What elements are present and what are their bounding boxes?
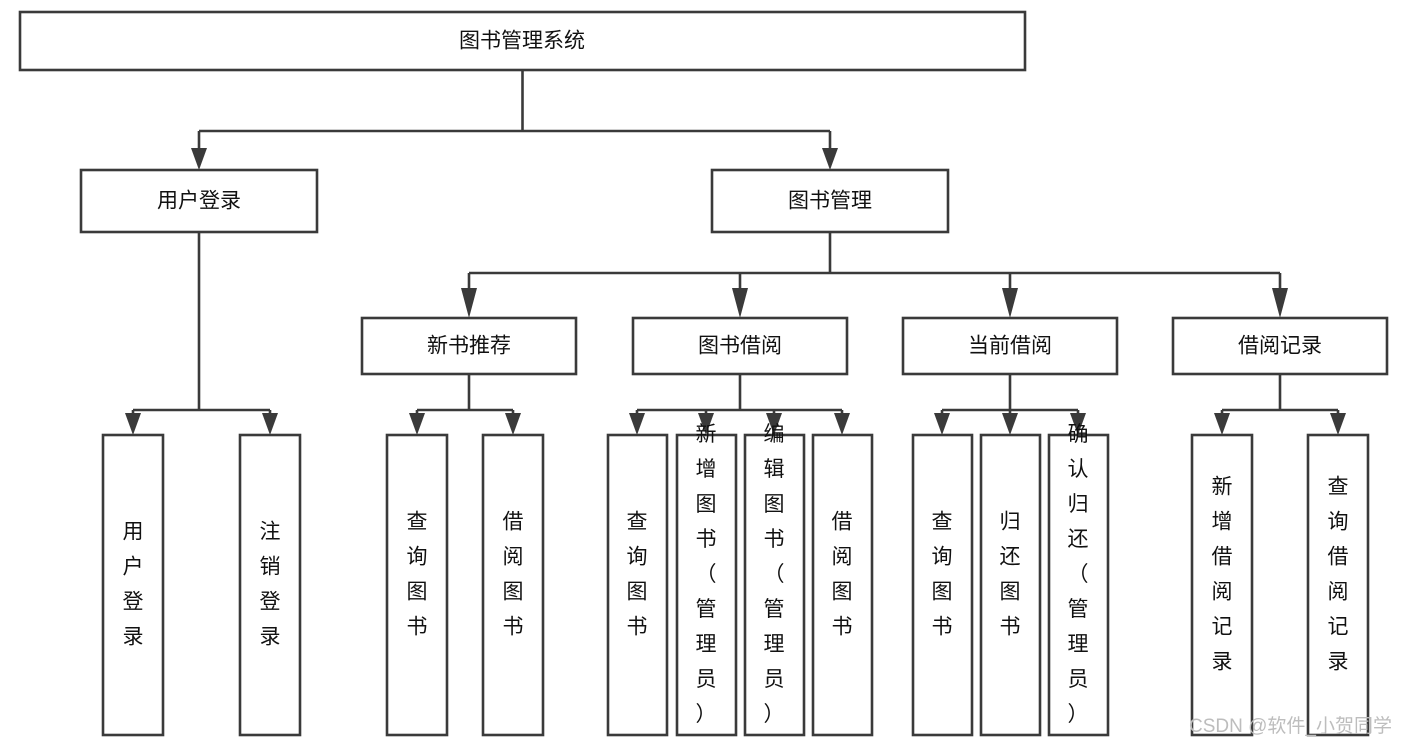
arrow-head-user-login <box>191 148 207 170</box>
node-leaf-user-logout[interactable]: 注销登录 <box>238 433 302 737</box>
node-root[interactable]: 图书管理系统 <box>18 10 1027 72</box>
node-current-borrow-label: 当前借阅 <box>968 335 1052 358</box>
node-leaf-return-book[interactable]: 归还图书 <box>979 433 1042 737</box>
node-leaf-add-record-box[interactable] <box>1190 433 1254 737</box>
node-leaf-query-book-2-label: 查询图书 <box>627 510 648 638</box>
node-leaf-user-login-label: 用户登录 <box>123 520 144 648</box>
arrow-head-new-book-recommend <box>461 288 477 318</box>
node-leaf-add-book-box[interactable] <box>675 433 738 737</box>
node-leaf-confirm-return-box[interactable] <box>1047 433 1110 737</box>
node-new-book-recommend-label: 新书推荐 <box>427 335 511 358</box>
arrow-head-leaf-query-book-3 <box>934 413 950 435</box>
arrow-head-leaf-borrow-book-1 <box>505 413 521 435</box>
arrow-head-book-borrow <box>732 288 748 318</box>
node-leaf-add-record[interactable]: 新增借阅记录 <box>1190 433 1254 737</box>
arrow-head-leaf-query-record <box>1330 413 1346 435</box>
node-root-label: 图书管理系统 <box>459 30 585 53</box>
arrow-head-leaf-return-book <box>1002 413 1018 435</box>
node-leaf-user-login-box[interactable] <box>101 433 165 737</box>
node-book-borrow-box[interactable] <box>631 316 849 376</box>
node-leaf-confirm-return-label: 确认归还（管理员） <box>1068 423 1089 726</box>
node-leaf-borrow-book-1-box[interactable] <box>481 433 545 737</box>
node-leaf-return-book-box[interactable] <box>979 433 1042 737</box>
arrow-head-leaf-edit-book <box>766 413 782 435</box>
arrow-head-leaf-add-record <box>1214 413 1230 435</box>
node-leaf-edit-book-label: 编辑图书（管理员） <box>764 423 785 726</box>
arrow-head-leaf-user-logout <box>262 413 278 435</box>
node-user-login-box[interactable] <box>79 168 319 234</box>
connectors-layer <box>125 70 1346 435</box>
node-borrow-record-box[interactable] <box>1171 316 1389 376</box>
node-leaf-return-book-label: 归还图书 <box>1000 510 1021 638</box>
arrow-head-leaf-user-login <box>125 413 141 435</box>
arrow-head-current-borrow <box>1002 288 1018 318</box>
arrow-head-borrow-record <box>1272 288 1288 318</box>
node-leaf-query-book-3-label: 查询图书 <box>932 510 953 638</box>
node-leaf-query-record[interactable]: 查询借阅记录 <box>1306 433 1370 737</box>
node-leaf-add-record-label: 新增借阅记录 <box>1212 475 1233 673</box>
node-user-login[interactable]: 用户登录 <box>79 168 319 234</box>
node-user-login-label: 用户登录 <box>157 190 241 213</box>
node-leaf-query-book-2-box[interactable] <box>606 433 669 737</box>
node-leaf-borrow-book-2-label: 借阅图书 <box>832 510 853 638</box>
node-book-manage[interactable]: 图书管理 <box>710 168 950 234</box>
arrow-head-book-manage <box>822 148 838 170</box>
node-new-book-recommend-box[interactable] <box>360 316 578 376</box>
arrow-head-leaf-confirm-return <box>1070 413 1086 435</box>
arrow-head-leaf-add-book <box>698 413 714 435</box>
node-borrow-record-label: 借阅记录 <box>1238 335 1322 358</box>
node-leaf-query-book-1-box[interactable] <box>385 433 449 737</box>
arrow-head-leaf-query-book-2 <box>629 413 645 435</box>
node-current-borrow[interactable]: 当前借阅 <box>901 316 1119 376</box>
node-current-borrow-box[interactable] <box>901 316 1119 376</box>
node-book-manage-label: 图书管理 <box>788 190 872 213</box>
node-leaf-user-logout-box[interactable] <box>238 433 302 737</box>
node-leaf-borrow-book-1[interactable]: 借阅图书 <box>481 433 545 737</box>
node-leaf-query-book-3[interactable]: 查询图书 <box>911 433 974 737</box>
node-leaf-user-logout-label: 注销登录 <box>260 520 281 648</box>
arrow-head-leaf-borrow-book-2 <box>834 413 850 435</box>
node-leaf-query-book-3-box[interactable] <box>911 433 974 737</box>
node-book-manage-box[interactable] <box>710 168 950 234</box>
node-borrow-record[interactable]: 借阅记录 <box>1171 316 1389 376</box>
node-leaf-borrow-book-1-label: 借阅图书 <box>503 510 524 638</box>
node-leaf-edit-book[interactable]: 编辑图书（管理员） <box>743 423 806 737</box>
node-leaf-query-book-2[interactable]: 查询图书 <box>606 433 669 737</box>
node-leaf-query-record-label: 查询借阅记录 <box>1328 475 1349 673</box>
node-leaf-borrow-book-2-box[interactable] <box>811 433 874 737</box>
node-root-box[interactable] <box>18 10 1027 72</box>
node-leaf-edit-book-box[interactable] <box>743 433 806 737</box>
node-leaf-confirm-return[interactable]: 确认归还（管理员） <box>1047 423 1110 737</box>
node-leaf-add-book-label: 新增图书（管理员） <box>696 423 717 726</box>
csdn-watermark: CSDN @软件_小贺同学 <box>1189 715 1392 737</box>
node-leaf-query-record-box[interactable] <box>1306 433 1370 737</box>
node-leaf-add-book[interactable]: 新增图书（管理员） <box>675 423 738 737</box>
arrow-head-leaf-query-book-1 <box>409 413 425 435</box>
node-new-book-recommend[interactable]: 新书推荐 <box>360 316 578 376</box>
node-book-borrow[interactable]: 图书借阅 <box>631 316 849 376</box>
node-book-borrow-label: 图书借阅 <box>698 335 782 358</box>
node-leaf-query-book-1[interactable]: 查询图书 <box>385 433 449 737</box>
node-leaf-user-login[interactable]: 用户登录 <box>101 433 165 737</box>
node-leaf-query-book-1-label: 查询图书 <box>407 510 428 638</box>
node-leaf-borrow-book-2[interactable]: 借阅图书 <box>811 433 874 737</box>
